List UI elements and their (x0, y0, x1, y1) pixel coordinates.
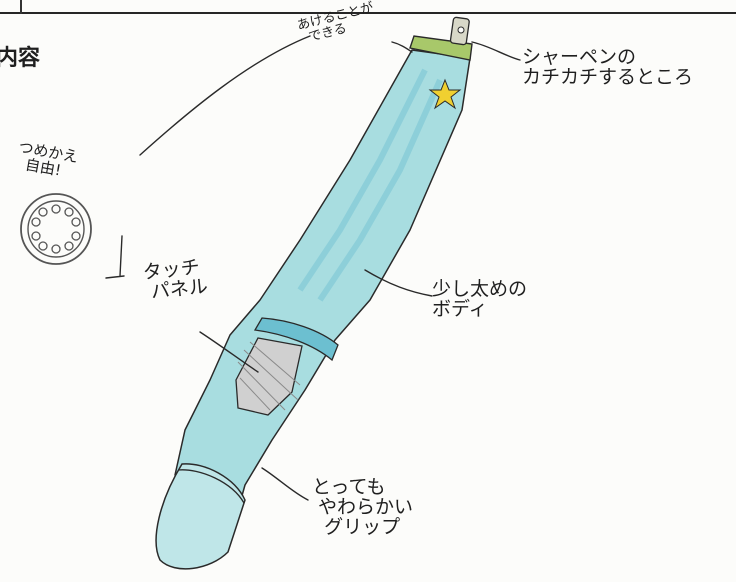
top-frame-line (0, 0, 736, 14)
top-frame-tick (20, 0, 22, 14)
leader-body (364, 269, 433, 297)
pen-shading (297, 68, 443, 302)
pen-drawing (155, 16, 473, 570)
label-touch-panel: タッチ パネル (141, 256, 209, 304)
leader-touch (199, 331, 259, 373)
label-body: 少し太めの ボディ (432, 278, 528, 320)
pen-grip-tip (155, 463, 246, 570)
label-grip: とっても やわらかい グリップ (312, 476, 414, 538)
leader-click (471, 41, 521, 61)
touch-panel-hatch (237, 341, 301, 411)
refill-icon (20, 193, 92, 265)
heading-fragment: 内容 (0, 46, 41, 71)
pen-grip-band (253, 317, 339, 362)
label-click-part: シャーペンの カチカチするところ (522, 46, 694, 88)
leader-refill (139, 35, 311, 156)
leader-small-vertical (105, 235, 125, 279)
star-icon (428, 78, 462, 110)
grip-tip-seam (177, 469, 245, 504)
click-knob-hole (457, 26, 465, 34)
leader-grip (261, 467, 309, 501)
leader-cap (391, 41, 413, 53)
